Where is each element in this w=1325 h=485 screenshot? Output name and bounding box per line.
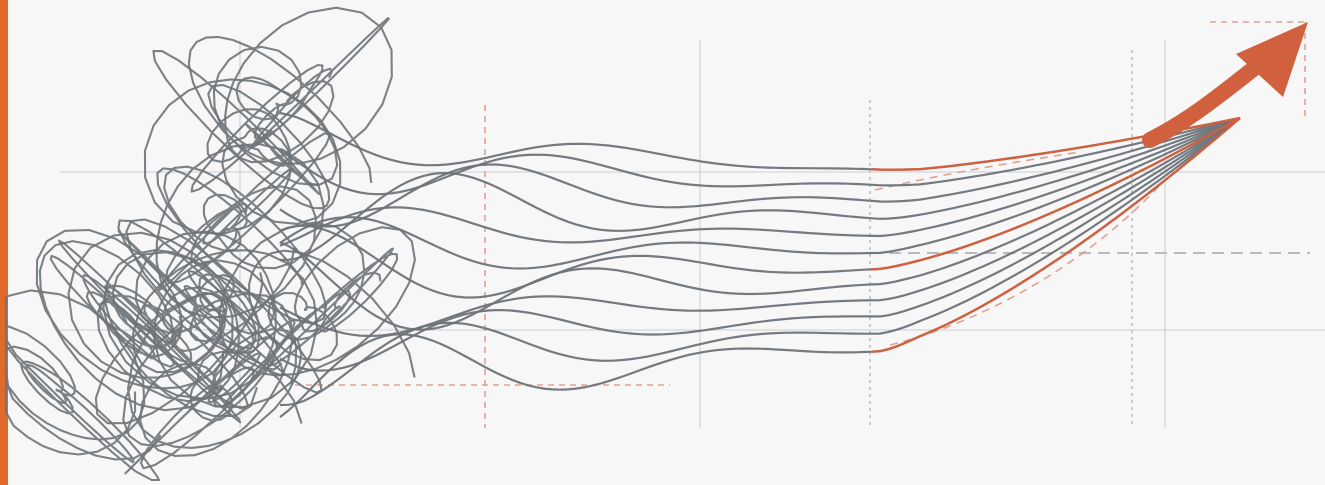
converging-lines (279, 111, 1241, 418)
accent-lines (871, 54, 1270, 353)
arrow-shaft (1142, 54, 1270, 148)
converging-line (279, 117, 1241, 407)
accent-line (871, 116, 1241, 271)
converging-line (279, 117, 1241, 418)
tangled-loop (187, 6, 393, 193)
dashed-guides (295, 21, 1306, 428)
converging-line (279, 117, 1241, 338)
converging-line (279, 116, 1241, 247)
dashed-guide-curve (889, 184, 1161, 346)
tangled-loop (57, 231, 264, 425)
tangled-loop (102, 219, 296, 400)
converging-line (279, 117, 1241, 270)
tangled-loop (122, 289, 303, 475)
accent-line (871, 117, 1241, 353)
converging-line (279, 117, 1241, 372)
converging-line (279, 116, 1241, 196)
tangled-loop (218, 221, 416, 407)
converging-line (279, 117, 1241, 331)
arrow-up-right-icon (1236, 22, 1308, 97)
tangled-lines (4, 6, 416, 482)
edge-accent-bar (0, 0, 8, 485)
dashed-guide-curve (874, 151, 1081, 191)
converging-line (279, 116, 1241, 228)
converging-line (279, 116, 1241, 261)
